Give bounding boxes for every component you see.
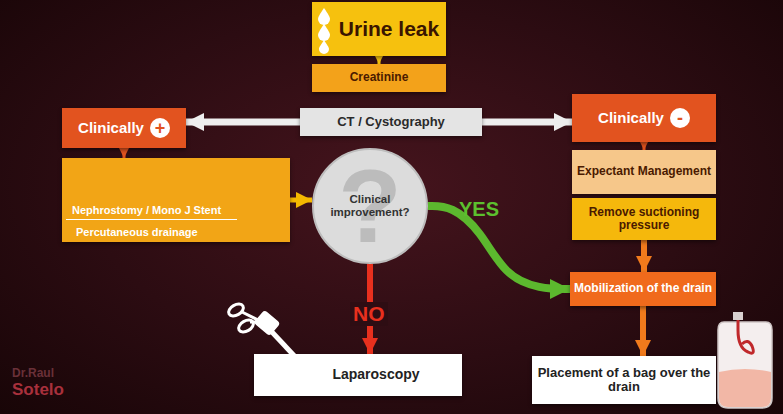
connector-arrow (123, 148, 126, 158)
node-text: Percutaneous drainage (66, 226, 198, 238)
watermark: Sotelo (12, 380, 64, 400)
node-text: Clinically (598, 110, 664, 127)
node-text: Laparoscopy (332, 367, 419, 382)
watermark: Dr.Raul (12, 366, 54, 380)
connector-arrow (378, 56, 381, 64)
connector-arrow (641, 240, 647, 272)
branch-box: Clinically + (62, 108, 186, 148)
connector-arrow (640, 306, 646, 356)
drops-icon (318, 8, 330, 54)
laparoscopic-scissors (227, 302, 319, 389)
decision-circle: ?Clinical improvement? (312, 148, 428, 264)
connector-arrow (643, 142, 646, 150)
treatment-box: Nephrostomy / Mono J StentPercutaneous d… (62, 158, 290, 242)
connector-arrow (482, 119, 572, 126)
node-text: Expectant Management (577, 165, 711, 178)
procedure-box: Laparoscopy (254, 354, 462, 396)
node-text: Clinically (78, 120, 144, 137)
node-text: Remove suctioning pressure (576, 206, 712, 232)
action-box: Expectant Management (572, 150, 716, 194)
edge-label: NO (350, 302, 388, 326)
event-box: Urine leak (312, 2, 446, 56)
imaging-box: CT / Cystography (300, 108, 482, 136)
connector-arrow (186, 119, 300, 126)
node-text: CT / Cystography (337, 115, 445, 129)
connector-arrow (290, 198, 312, 203)
node-text: Nephrostomy / Mono J Stent (66, 204, 237, 220)
drainage-bag (718, 312, 772, 408)
sign-badge: - (670, 108, 690, 128)
node-text: Mobilization of the drain (574, 282, 712, 295)
action-box: Mobilization of the drain (570, 272, 716, 306)
edge-label: YES (456, 198, 502, 221)
node-text: Creatinine (350, 71, 409, 84)
branch-box: Clinically- (572, 94, 716, 142)
node-text: Clinical improvement? (330, 193, 410, 218)
sign-badge: + (150, 118, 170, 138)
node-text: Placement of a bag over the drain (536, 366, 712, 395)
outcome-box: Placement of a bag over the drain (532, 356, 716, 404)
action-box: Remove suctioning pressure (572, 198, 716, 240)
test-box: Creatinine (312, 64, 446, 92)
node-text: Urine leak (339, 17, 439, 40)
